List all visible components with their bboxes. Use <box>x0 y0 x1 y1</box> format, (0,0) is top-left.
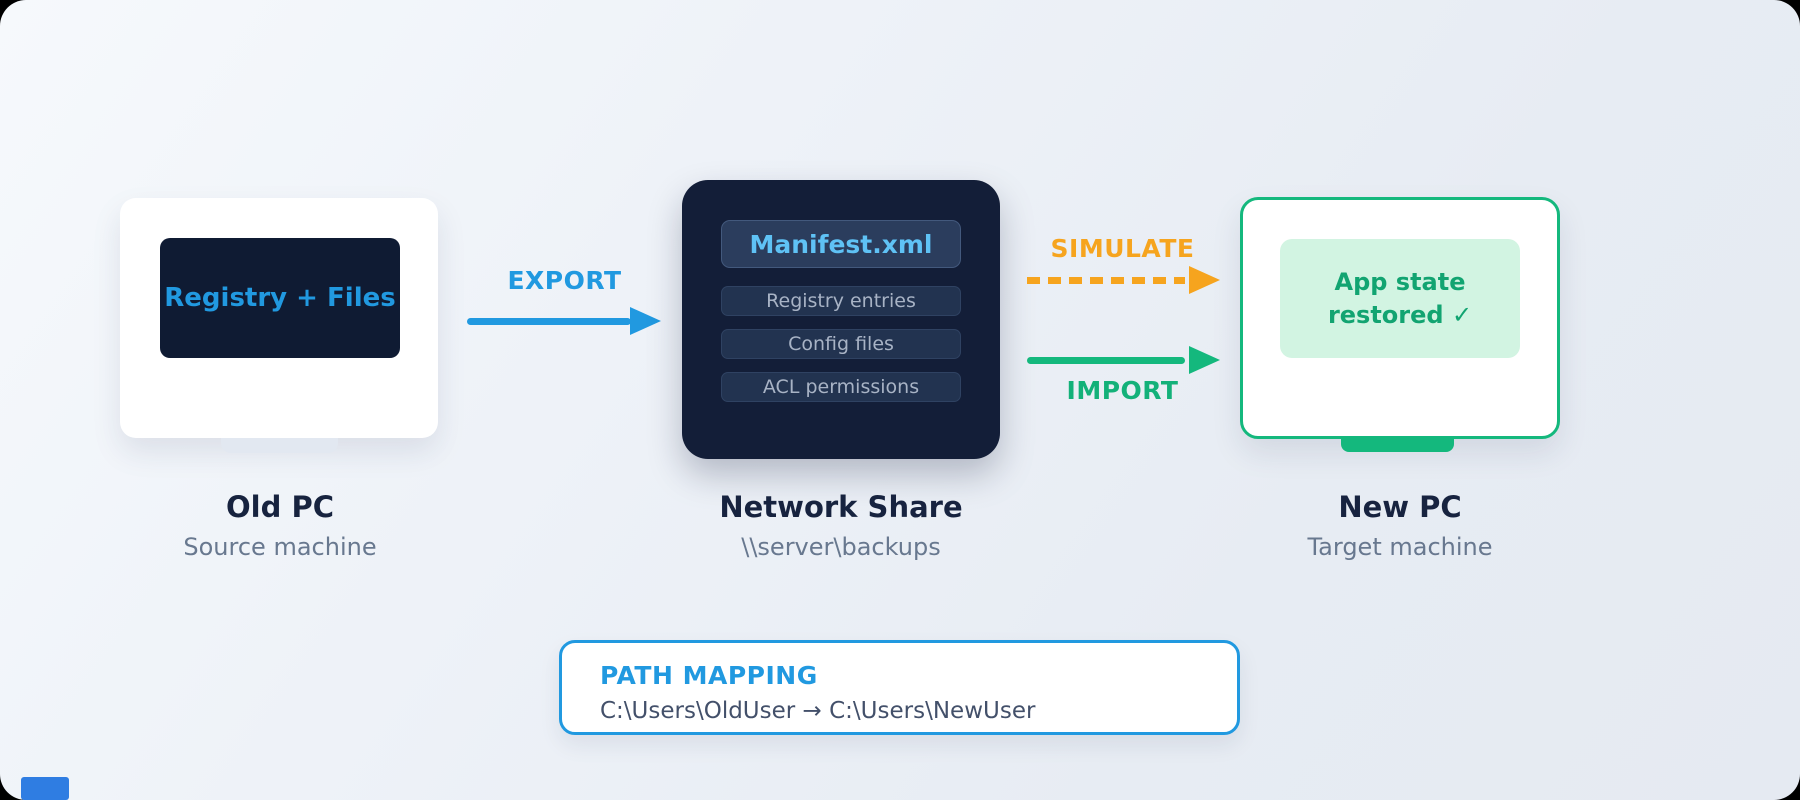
network-share-item: ACL permissions <box>721 372 961 402</box>
old-pc-subtitle: Source machine <box>183 533 377 561</box>
new-pc-screen-line2: restored ✓ <box>1327 300 1473 329</box>
simulate-arrow-label: SIMULATE <box>1050 234 1195 263</box>
import-arrow-line <box>1027 357 1185 364</box>
export-arrow-head-icon <box>630 307 661 335</box>
old-pc-title: Old PC <box>226 490 334 524</box>
new-pc-stand <box>1341 439 1454 452</box>
old-pc-stand <box>221 438 338 453</box>
old-pc-screen-label: Registry + Files <box>164 283 396 313</box>
new-pc-subtitle: Target machine <box>1307 533 1493 561</box>
old-pc-screen: Registry + Files <box>160 238 400 358</box>
export-arrow-line <box>467 318 631 325</box>
import-arrow-head-icon <box>1189 346 1220 374</box>
import-arrow-label: IMPORT <box>1066 376 1179 405</box>
path-mapping-title: PATH MAPPING <box>600 661 818 690</box>
network-share-title: Network Share <box>719 490 963 524</box>
network-share-item: Registry entries <box>721 286 961 316</box>
network-share-subtitle: \\server\backups <box>741 533 941 561</box>
manifest-chip-label: Manifest.xml <box>749 229 933 259</box>
path-mapping-box <box>559 640 1240 735</box>
network-share-item: Config files <box>721 329 961 359</box>
blue-corner-fragment <box>21 777 69 800</box>
simulate-arrow-line <box>1027 277 1185 284</box>
path-mapping-value: C:\Users\OldUser → C:\Users\NewUser <box>600 698 1036 724</box>
new-pc-screen: App state restored ✓ <box>1280 239 1520 358</box>
new-pc-title: New PC <box>1338 490 1462 524</box>
manifest-chip: Manifest.xml <box>721 220 961 268</box>
new-pc-screen-line1: App state <box>1334 267 1466 296</box>
export-arrow-label: EXPORT <box>507 266 622 295</box>
simulate-arrow-head-icon <box>1189 266 1220 294</box>
